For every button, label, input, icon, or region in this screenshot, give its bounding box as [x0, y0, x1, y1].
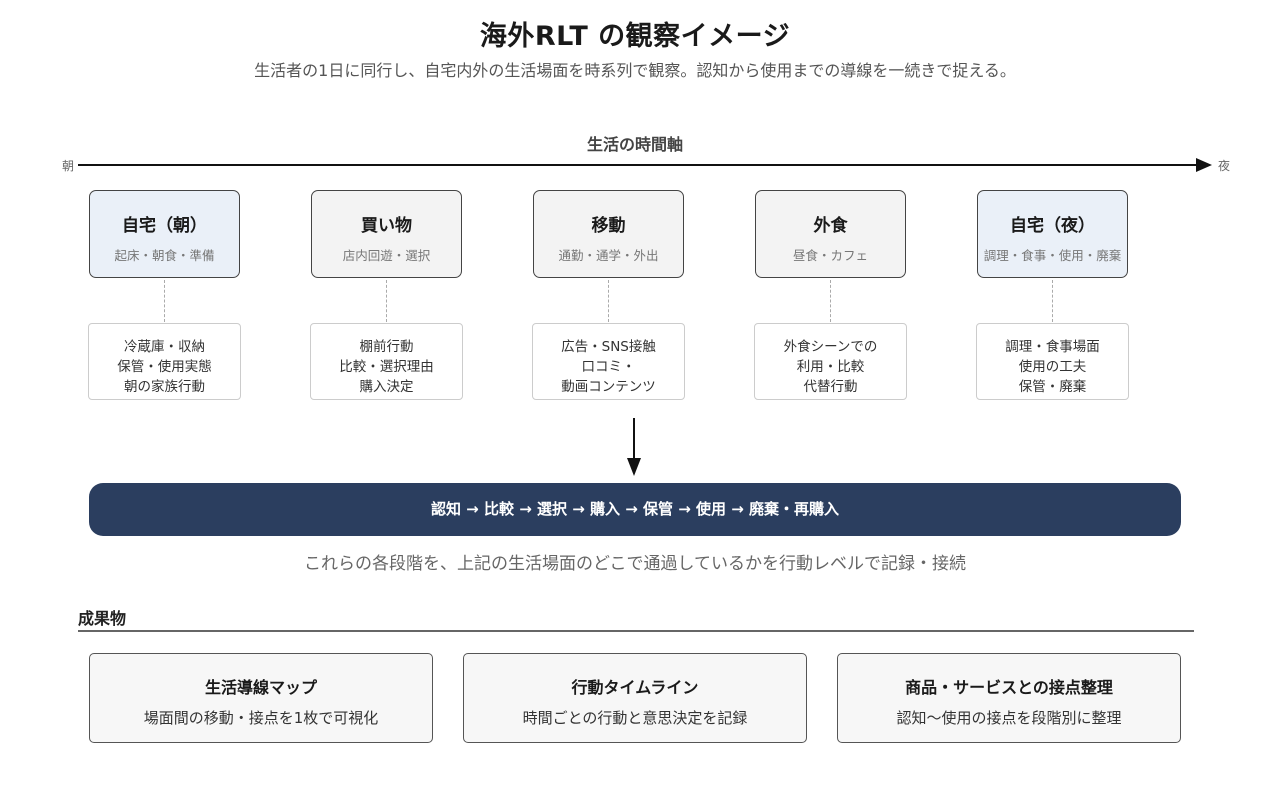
- scene-name: 自宅（夜）: [1010, 216, 1095, 236]
- detail-line: 比較・選択理由: [339, 359, 434, 375]
- scene-connector: [164, 280, 165, 322]
- deliverable-name: 商品・サービスとの接点整理: [905, 678, 1113, 697]
- deliverables-divider: [78, 630, 1194, 632]
- detail-line: 朝の家族行動: [124, 379, 205, 395]
- page-title: 海外RLT の観察イメージ: [479, 21, 791, 52]
- deliverable-description: 認知〜使用の接点を段階別に整理: [896, 709, 1122, 727]
- timeline-arrow-head: [1196, 158, 1212, 172]
- scene-subtitle: 起床・朝食・準備: [114, 248, 215, 263]
- scene-box-dining-out: 外食 昼食・カフェ: [755, 190, 906, 278]
- page-subtitle: 生活者の1日に同行し、自宅内外の生活場面を時系列で観察。認知から使用までの導線を…: [254, 61, 1016, 80]
- timeline-axis-line: [78, 164, 1198, 166]
- detail-line: 購入決定: [359, 379, 414, 395]
- scene-connector: [830, 280, 831, 322]
- scene-connector: [386, 280, 387, 322]
- scene-subtitle: 通勤・通学・外出: [558, 248, 659, 263]
- scene-subtitle: 調理・食事・使用・廃棄: [983, 248, 1122, 263]
- down-arrow-line: [633, 418, 635, 460]
- scene-subtitle: 昼食・カフェ: [792, 248, 868, 263]
- scene-detail-box: 調理・食事場面 使用の工夫 保管・廃棄: [976, 323, 1129, 400]
- scene-connector: [608, 280, 609, 322]
- deliverable-description: 時間ごとの行動と意思決定を記録: [522, 709, 748, 727]
- scene-name: 自宅（朝）: [122, 216, 207, 236]
- scene-box-shopping: 買い物 店内回遊・選択: [311, 190, 462, 278]
- deliverable-description: 場面間の移動・接点を1枚で可視化: [143, 709, 379, 727]
- detail-line: 棚前行動: [359, 339, 414, 355]
- timeline-start-label: 朝: [62, 159, 75, 173]
- flow-stages-bar: 認知 → 比較 → 選択 → 購入 → 保管 → 使用 → 廃棄・再購入: [89, 483, 1181, 536]
- detail-line: 保管・使用実態: [117, 359, 212, 375]
- down-arrow-icon: [627, 458, 641, 476]
- detail-line: 利用・比較: [796, 359, 865, 375]
- detail-line: 動画コンテンツ: [561, 379, 656, 395]
- scene-name: 移動: [591, 216, 626, 236]
- deliverables-heading: 成果物: [78, 609, 127, 628]
- deliverable-name: 生活導線マップ: [204, 678, 317, 697]
- scene-detail-box: 外食シーンでの 利用・比較 代替行動: [754, 323, 907, 400]
- scene-subtitle: 店内回遊・選択: [342, 248, 431, 263]
- scene-box-home-evening: 自宅（夜） 調理・食事・使用・廃棄: [977, 190, 1128, 278]
- deliverable-card-timeline: 行動タイムライン 時間ごとの行動と意思決定を記録: [463, 653, 807, 743]
- scene-name: 買い物: [361, 216, 412, 236]
- detail-line: 調理・食事場面: [1005, 339, 1100, 355]
- detail-line: 使用の工夫: [1018, 359, 1087, 375]
- scene-name: 外食: [813, 216, 848, 236]
- deliverable-card-touchpoints: 商品・サービスとの接点整理 認知〜使用の接点を段階別に整理: [837, 653, 1181, 743]
- detail-line: 冷蔵庫・収納: [124, 339, 205, 355]
- timeline-end-label: 夜: [1218, 159, 1231, 173]
- scene-detail-box: 冷蔵庫・収納 保管・使用実態 朝の家族行動: [88, 323, 241, 400]
- scene-box-home-morning: 自宅（朝） 起床・朝食・準備: [89, 190, 240, 278]
- detail-line: 代替行動: [803, 379, 858, 395]
- detail-line: 口コミ・: [581, 359, 636, 375]
- detail-line: 外食シーンでの: [783, 339, 878, 355]
- scene-detail-box: 広告・SNS接触 口コミ・ 動画コンテンツ: [532, 323, 685, 400]
- detail-line: 保管・廃棄: [1018, 379, 1087, 395]
- scene-box-commute: 移動 通勤・通学・外出: [533, 190, 684, 278]
- deliverable-name: 行動タイムライン: [571, 678, 699, 697]
- scene-connector: [1052, 280, 1053, 322]
- scene-detail-box: 棚前行動 比較・選択理由 購入決定: [310, 323, 463, 400]
- deliverable-card-map: 生活導線マップ 場面間の移動・接点を1枚で可視化: [89, 653, 433, 743]
- timeline-title: 生活の時間軸: [586, 135, 683, 154]
- flow-note: これらの各段階を、上記の生活場面のどこで通過しているかを行動レベルで記録・接続: [304, 554, 966, 574]
- detail-line: 広告・SNS接触: [561, 339, 656, 355]
